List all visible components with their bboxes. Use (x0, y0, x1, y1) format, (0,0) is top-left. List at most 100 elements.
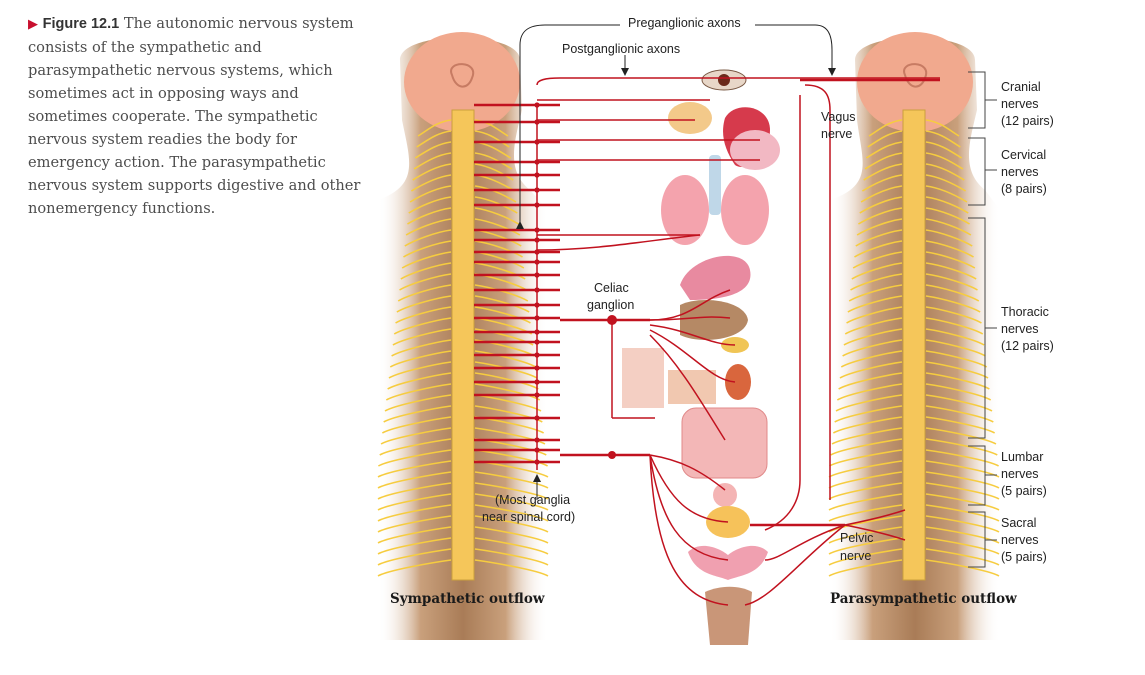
spinal-nerve-line (844, 317, 903, 335)
celiac-label-1: Celiac (594, 281, 629, 295)
spinal-nerve-line (385, 383, 452, 401)
ganglia-label-1: (Most ganglia (495, 493, 570, 507)
spinal-nerve-line (474, 262, 526, 280)
spinal-nerve-line (925, 130, 961, 148)
spinal-nerve-line (925, 207, 970, 225)
triangle-bullet-icon: ▶ (28, 17, 38, 32)
sympathetic-ganglion (534, 287, 540, 293)
spinal-nerve-line (403, 240, 452, 258)
spinal-nerve-line (925, 273, 978, 291)
spinal-nerve-line (408, 196, 452, 214)
spinal-nerve-line (474, 163, 514, 181)
spinal-nerve-line (925, 405, 994, 423)
spinal-nerve-line (404, 229, 452, 247)
sympathetic-ganglion (534, 302, 540, 308)
sympathetic-ganglion (534, 227, 540, 233)
sympathetic-ganglion (534, 259, 540, 265)
spinal-nerve-line (474, 350, 537, 368)
spinal-nerve-line (412, 163, 452, 181)
liver (680, 300, 748, 340)
region-lumbar-name: Lumbar (1001, 450, 1043, 464)
caption-text: The autonomic nervous system consists of… (28, 15, 361, 217)
sympathetic-ganglion (534, 339, 540, 345)
sympathetic-ganglion (534, 352, 540, 358)
spinal-nerve-line (848, 284, 903, 302)
spinal-nerve-line (868, 119, 903, 137)
spinal-nerve-line (387, 372, 452, 390)
sympathetic-ganglion (534, 237, 540, 243)
spinal-nerve-line (834, 405, 903, 423)
trachea (709, 155, 721, 215)
spinal-nerve-line (832, 416, 903, 434)
spinal-nerve-line (925, 163, 965, 181)
spinal-nerve-line (377, 537, 452, 555)
spinal-nerve-line (397, 284, 452, 302)
sympathetic-ganglion (534, 447, 540, 453)
spinal-nerve-line (828, 515, 903, 533)
region-cranial-line3: (12 pairs) (1001, 114, 1054, 128)
spinal-nerve-line (474, 405, 543, 423)
spinal-nerve-line (925, 251, 976, 269)
spinal-nerve-line (383, 405, 452, 423)
celiac-ganglion-node (607, 315, 617, 325)
spinal-nerve-line (925, 493, 1000, 511)
region-sacral-line3: (5 pairs) (1001, 550, 1047, 564)
spinal-nerve-line (474, 504, 549, 522)
vagus-label-2: nerve (821, 127, 852, 141)
sympathetic-ganglion (534, 415, 540, 421)
spinal-nerve-line (925, 515, 1000, 533)
spinal-nerve-line (474, 493, 549, 511)
spinal-nerve-line (474, 207, 519, 225)
spinal-nerve-line (925, 262, 977, 280)
spinal-nerve-line (389, 350, 452, 368)
spinal-nerve-line (474, 548, 549, 566)
spinal-nerve-line (836, 383, 903, 401)
spinal-nerve-line (925, 295, 981, 313)
spinal-nerve-line (377, 471, 452, 489)
region-cranial-name: Cranial (1001, 80, 1041, 94)
spinal-nerve-line (925, 317, 984, 335)
sympathetic-ganglion (534, 119, 540, 125)
sympathetic-ganglion (534, 392, 540, 398)
eye-iris (718, 74, 730, 86)
spinal-nerve-line (925, 240, 974, 258)
spinal-nerve-line (830, 438, 903, 456)
spinal-nerve-line (474, 427, 546, 445)
sympathetic-ganglion (534, 272, 540, 278)
spinal-nerve-line (377, 460, 452, 478)
right-lung (721, 175, 769, 245)
spinal-region-labels: Cranial nerves (12 pairs) Cervical nerve… (1001, 80, 1054, 564)
spinal-nerve-line (925, 218, 972, 236)
stomach (680, 255, 751, 300)
spinal-nerve-line (840, 350, 903, 368)
vagus-label-1: Vagus (821, 110, 856, 124)
spinal-nerve-line (925, 383, 992, 401)
left-body-silhouette (377, 32, 549, 640)
spinal-nerve-line (828, 548, 903, 566)
region-cervical-line3: (8 pairs) (1001, 182, 1047, 196)
spinal-nerve-line (407, 207, 452, 225)
sympathetic-ganglion (534, 329, 540, 335)
spinal-nerve-line (925, 328, 985, 346)
spinal-nerve-line (925, 482, 1000, 500)
region-sacral-name: Sacral (1001, 516, 1036, 530)
spinal-nerve-line (925, 537, 1000, 555)
spinal-nerve-line (925, 185, 968, 203)
spinal-nerve-line (850, 273, 903, 291)
stomach-upper (730, 130, 780, 170)
spinal-nerve-line (925, 449, 1000, 467)
region-thoracic-name: Thoracic (1001, 305, 1049, 319)
spinal-nerve-line (867, 130, 903, 148)
region-thoracic-line3: (12 pairs) (1001, 339, 1054, 353)
spinal-nerve-line (828, 504, 903, 522)
spinal-nerve-line (925, 141, 963, 159)
figure-label: Figure 12.1 (42, 16, 120, 32)
spinal-nerve-line (377, 526, 452, 544)
spinal-nerve-line (377, 559, 452, 577)
spinal-nerve-line (413, 152, 452, 170)
spinal-nerve-line (409, 185, 452, 203)
spinal-nerve-line (852, 251, 903, 269)
spinal-nerve-line (474, 515, 549, 533)
spinal-nerve-line (828, 526, 903, 544)
